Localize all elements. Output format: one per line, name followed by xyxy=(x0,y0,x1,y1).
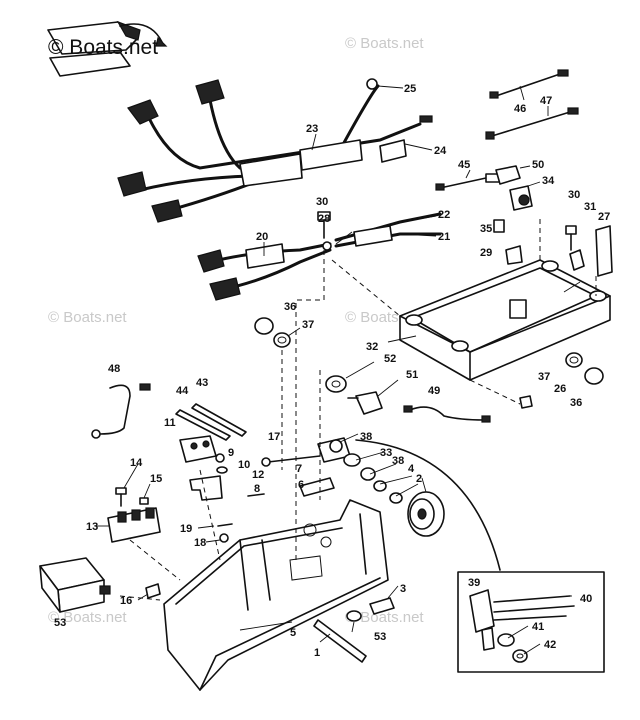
block-6 xyxy=(299,477,335,497)
callout-41: 41 xyxy=(532,621,544,633)
lead-wire-46 xyxy=(489,69,569,99)
callout-16: 16 xyxy=(120,595,132,607)
watermark-text: © Boats.net xyxy=(345,35,424,52)
callout-29: 29 xyxy=(480,247,492,259)
callout-42: 42 xyxy=(544,639,556,651)
callout-52: 52 xyxy=(384,353,396,365)
small-parts-8-18-19 xyxy=(217,493,265,543)
callout-labels: 25 24 23 46 47 45 50 34 30 28 22 21 20 3… xyxy=(54,83,610,659)
watermark-text: © Boats.net xyxy=(48,309,127,326)
callout-7: 7 xyxy=(296,463,302,475)
callout-leaders xyxy=(96,85,581,655)
knob-2 xyxy=(407,491,445,537)
callout-30: 30 xyxy=(316,196,328,208)
detail-leader-curve xyxy=(355,439,501,571)
small-parts-upper-right xyxy=(435,165,613,277)
callout-20: 20 xyxy=(256,231,268,243)
callout-36-left: 36 xyxy=(284,301,296,313)
assembly-dashed-lines xyxy=(119,216,597,601)
callout-27: 27 xyxy=(598,211,610,223)
callout-47: 47 xyxy=(540,95,552,107)
callout-15: 15 xyxy=(150,473,162,485)
callout-49: 49 xyxy=(428,385,440,397)
callout-1: 1 xyxy=(314,647,320,659)
clip-16 xyxy=(145,583,161,599)
callout-13: 13 xyxy=(86,521,98,533)
callout-8: 8 xyxy=(254,483,260,495)
callout-48: 48 xyxy=(108,363,120,375)
callout-53-right: 53 xyxy=(374,631,386,643)
callout-21: 21 xyxy=(438,231,450,243)
terminal-strip-13 xyxy=(107,507,161,543)
screw-3 xyxy=(346,597,395,622)
callout-4: 4 xyxy=(408,463,415,475)
callout-10: 10 xyxy=(238,459,250,471)
grommet-36-left xyxy=(254,317,291,348)
screws-14-15 xyxy=(115,487,149,507)
callout-24: 24 xyxy=(434,145,447,157)
callout-6: 6 xyxy=(298,479,304,491)
grommet-36-right xyxy=(519,352,604,409)
callout-39: 39 xyxy=(468,577,480,589)
callout-36-right: 36 xyxy=(570,397,582,409)
watermark-main: © Boats.net xyxy=(48,36,158,59)
bus-bars-43-44 xyxy=(175,403,247,441)
screws-9-10 xyxy=(215,453,228,474)
callout-35: 35 xyxy=(480,223,492,235)
lead-wire-48 xyxy=(91,383,151,439)
callout-19: 19 xyxy=(180,523,192,535)
callout-31: 31 xyxy=(584,201,596,213)
callout-18: 18 xyxy=(194,537,206,549)
callout-5: 5 xyxy=(290,627,296,639)
lead-wire-47 xyxy=(485,107,579,140)
callout-2: 2 xyxy=(416,473,422,485)
callout-37-right: 37 xyxy=(538,371,550,383)
callout-3: 3 xyxy=(400,583,406,595)
callout-43: 43 xyxy=(196,377,208,389)
callout-25: 25 xyxy=(404,83,416,95)
callout-9: 9 xyxy=(228,447,234,459)
callout-17: 17 xyxy=(268,431,280,443)
callout-22: 22 xyxy=(438,209,450,221)
screw-30 xyxy=(317,211,332,251)
callout-44: 44 xyxy=(176,385,189,397)
callout-38-lower: 38 xyxy=(392,455,404,467)
watermark-text: © Boats.net xyxy=(48,609,127,626)
callout-50: 50 xyxy=(532,159,544,171)
callout-26: 26 xyxy=(554,383,566,395)
callout-11: 11 xyxy=(164,417,176,429)
callout-38-upper: 38 xyxy=(360,431,372,443)
battery-cable-23 xyxy=(117,78,433,223)
switch-53 xyxy=(39,557,111,613)
callout-51: 51 xyxy=(406,369,418,381)
callout-53-left: 53 xyxy=(54,617,66,629)
clamp-icon xyxy=(47,20,168,77)
callout-34: 34 xyxy=(542,175,555,187)
battery-cable-20 xyxy=(197,212,442,301)
callout-33: 33 xyxy=(380,447,392,459)
callout-28: 28 xyxy=(318,213,330,225)
callout-30-right: 30 xyxy=(568,189,580,201)
callout-14: 14 xyxy=(130,457,143,469)
bolt-17 xyxy=(261,455,321,467)
watermark-text: © Boats.net xyxy=(345,609,424,626)
parts-51-52 xyxy=(325,375,383,415)
lead-wire-49 xyxy=(403,405,491,423)
bracket-12 xyxy=(189,475,223,501)
control-box-housing-5 xyxy=(163,499,389,691)
rod-1 xyxy=(313,619,367,663)
callout-45: 45 xyxy=(458,159,470,171)
watermarks: © Boats.net © Boats.net © Boats.net © Bo… xyxy=(48,35,424,626)
callout-40: 40 xyxy=(580,593,592,605)
callout-32: 32 xyxy=(366,341,378,353)
rotary-switch-38 xyxy=(317,437,403,504)
terminal-block-11 xyxy=(179,435,217,463)
callout-37-left: 37 xyxy=(302,319,314,331)
callout-46: 46 xyxy=(514,103,526,115)
callout-23: 23 xyxy=(306,123,318,135)
callout-12: 12 xyxy=(252,469,264,481)
